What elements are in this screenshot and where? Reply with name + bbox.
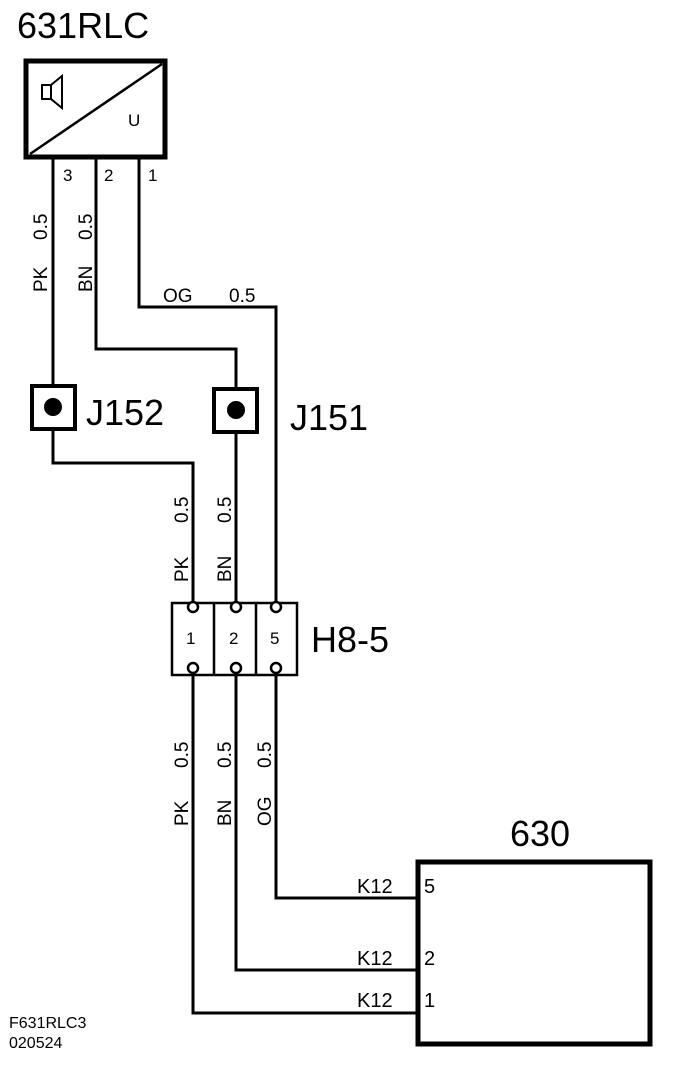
speaker-icon bbox=[41, 73, 63, 111]
wire-color-label: PK bbox=[172, 800, 193, 826]
connector-pin-label: 5 bbox=[270, 629, 279, 648]
component-630-box bbox=[415, 859, 653, 1047]
connector-k12-label: K12 bbox=[357, 876, 393, 898]
wire-size-label: 0.5 bbox=[255, 742, 276, 768]
wire-color-label: BN bbox=[215, 556, 236, 582]
pin-label: 2 bbox=[104, 166, 113, 185]
wire-size-label: 0.5 bbox=[76, 214, 97, 240]
wire-color-label: OG bbox=[163, 286, 193, 307]
wire-pk-bottom bbox=[191, 672, 418, 1015]
wire-pk-top bbox=[51, 157, 195, 604]
pin-circle bbox=[229, 600, 243, 614]
pin-circle bbox=[186, 600, 200, 614]
connector-k12-label: K12 bbox=[357, 948, 393, 970]
pin-label: 1 bbox=[148, 166, 157, 185]
connector-k12-label: K12 bbox=[357, 990, 393, 1012]
component-631-inner-label: U bbox=[128, 111, 140, 130]
wire-og-bottom bbox=[274, 672, 418, 900]
pin-circle bbox=[229, 661, 243, 675]
wire-color-label: PK bbox=[172, 556, 193, 582]
wire-size-label: 0.5 bbox=[215, 742, 236, 768]
wire-color-label: BN bbox=[215, 800, 236, 826]
component-631-diagonal bbox=[29, 62, 163, 156]
pin-circle bbox=[186, 661, 200, 675]
wire-size-label: 0.5 bbox=[31, 214, 52, 240]
figure-code: F631RLC3 bbox=[9, 1015, 86, 1032]
junction-j151-dot bbox=[227, 401, 245, 419]
component-630-title: 630 bbox=[510, 813, 570, 854]
component-630-pin: 5 bbox=[424, 876, 435, 898]
wire-color-label: BN bbox=[76, 266, 97, 292]
connector-pin-label: 1 bbox=[186, 629, 195, 648]
pin-circle bbox=[269, 600, 283, 614]
wire-bn-top bbox=[94, 157, 238, 604]
wire-size-label: 0.5 bbox=[229, 286, 255, 307]
figure-date-code: 020524 bbox=[9, 1035, 62, 1052]
pin-label: 3 bbox=[63, 166, 72, 185]
pin-circle bbox=[269, 661, 283, 675]
wire-size-label: 0.5 bbox=[172, 497, 193, 523]
wire-color-label: PK bbox=[31, 266, 52, 292]
wire-color-label: OG bbox=[255, 796, 276, 826]
component-630-pin: 2 bbox=[424, 948, 435, 970]
junction-j151-label: J151 bbox=[290, 397, 368, 438]
component-630-pin: 1 bbox=[424, 990, 435, 1012]
junction-j152-dot bbox=[44, 398, 62, 416]
wire-size-label: 0.5 bbox=[172, 742, 193, 768]
wire-bn-bottom bbox=[234, 672, 418, 972]
connector-pin-label: 2 bbox=[229, 629, 238, 648]
component-631-title: 631RLC bbox=[17, 5, 149, 46]
junction-j152-label: J152 bbox=[86, 392, 164, 433]
wire-og-top bbox=[137, 157, 278, 604]
wire-size-label: 0.5 bbox=[215, 497, 236, 523]
connector-label: H8-5 bbox=[311, 619, 389, 660]
